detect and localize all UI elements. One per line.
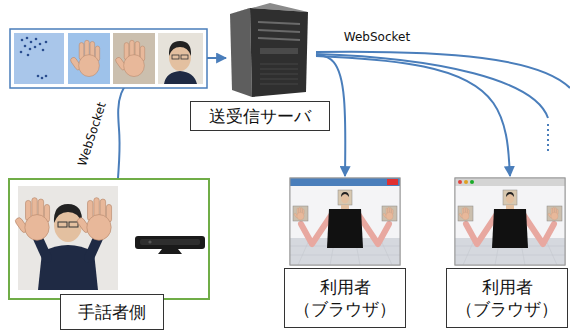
node-label: 利用者 （ブラウザ） (290, 276, 400, 320)
user-browser: 利用者 （ブラウザ） (285, 176, 405, 329)
signer-group: 手話者側 (8, 178, 210, 300)
fan-out-lines (316, 52, 570, 152)
websocket-arrow (316, 56, 510, 176)
label-box: 手話者側 (60, 294, 164, 330)
edge-label: WebSocket (74, 98, 109, 169)
image-strip (10, 29, 207, 88)
edge-label: WebSocket (342, 30, 412, 44)
label-box: 利用者 （ブラウザ） (284, 268, 406, 328)
user-browser: 利用者 （ブラウザ） (447, 176, 567, 329)
depth-sensor (135, 236, 205, 254)
browser-window (455, 178, 565, 265)
server-node: 送受信サーバ (226, 2, 316, 99)
signer-photo (14, 186, 118, 290)
label-box: 送受信サーバ (190, 101, 330, 131)
browser-window (290, 178, 400, 265)
node-label: 手話者側 (78, 301, 146, 323)
server-icon (230, 3, 308, 97)
label-box: 利用者 （ブラウザ） (446, 268, 568, 328)
node-label: 送受信サーバ (209, 105, 311, 127)
node-label: 利用者 （ブラウザ） (452, 276, 562, 320)
